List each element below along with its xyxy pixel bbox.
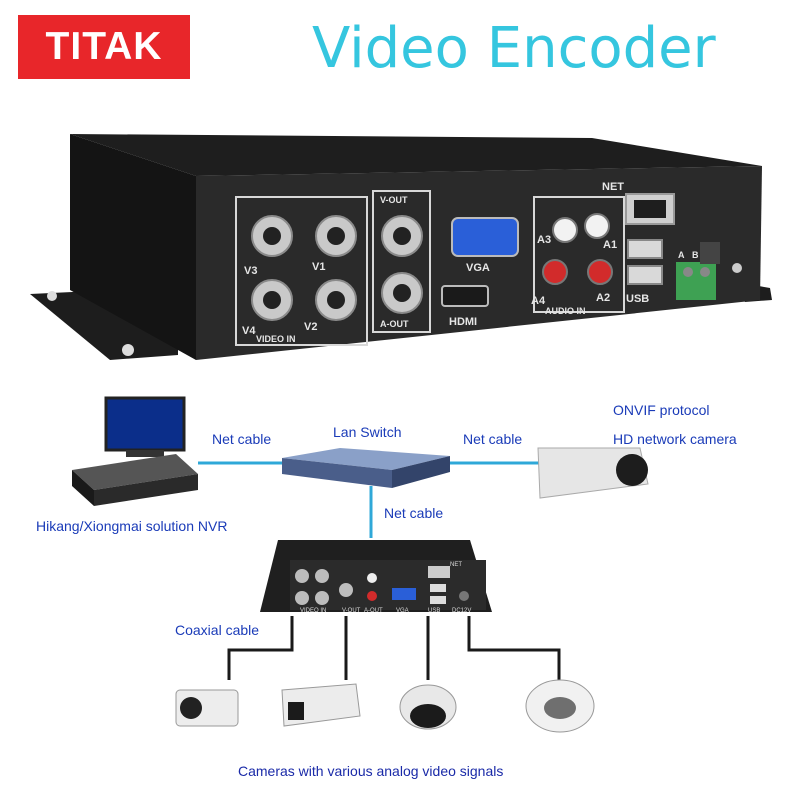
panel-label-video-in: VIDEO IN (256, 334, 296, 344)
rca-jack-a3 (552, 217, 578, 243)
bnc-connector-v3 (251, 215, 293, 257)
small-device-v-out-label: V-OUT (342, 608, 361, 614)
bnc-connector-a-out (381, 272, 423, 314)
port-label-hdmi: HDMI (449, 316, 477, 328)
net-cable-label-right: Net cable (463, 431, 523, 447)
rca-jack-a2 (587, 259, 613, 285)
lan-switch-icon (282, 448, 450, 470)
rca-jack-a1 (584, 213, 610, 239)
page-title: Video Encoder (312, 16, 716, 81)
small-device-vga-label: VGA (396, 608, 409, 614)
bottom-caption: Cameras with various analog video signal… (238, 763, 504, 779)
left-mounting-ear (30, 287, 178, 360)
small-encoder-device-icon (260, 540, 492, 612)
dome-camera-icon (399, 684, 457, 730)
rj45-net-port (625, 193, 675, 225)
port-label-v4: V4 (242, 325, 256, 337)
camera-label-onvif: ONVIF protocol (613, 402, 710, 418)
bnc-connector-v4 (251, 279, 293, 321)
left-ear-hole (47, 291, 57, 301)
vga-port (451, 217, 519, 257)
video-in-panel (235, 196, 368, 346)
green-terminal-block (676, 262, 716, 300)
audio-in-panel (533, 196, 625, 313)
small-device-dc-label: DC12V (452, 608, 471, 614)
panel-label-a-out: A-OUT (380, 319, 409, 329)
analog-box-camera-icon (281, 683, 361, 727)
port-label-a2: A2 (596, 292, 610, 304)
v-out-a-out-panel (372, 190, 431, 333)
port-label-a4: A4 (531, 295, 546, 307)
dc-power-jack (700, 242, 720, 264)
camera-label-hd: HD network camera (613, 431, 737, 447)
ground-screw-icon (732, 263, 742, 273)
usb-port-top (627, 239, 663, 259)
port-label-usb: USB (626, 293, 649, 305)
computer-monitor-icon (104, 396, 186, 452)
small-device-video-in-label: VIDEO IN (300, 608, 326, 614)
net-cable-label-left: Net cable (212, 431, 272, 447)
port-label-v1: V1 (312, 261, 325, 273)
small-device-a-out-label: A-OUT (364, 608, 383, 614)
small-device-net-label: NET (450, 562, 462, 568)
port-label-b: B (692, 250, 699, 260)
hdmi-port (441, 285, 489, 307)
usb-port-bottom (627, 265, 663, 285)
ip-bullet-camera-icon (537, 447, 649, 499)
panel-label-audio-in: AUDIO IN (545, 306, 586, 316)
net-cable-label-down: Net cable (384, 505, 444, 521)
brand-name: TITAK (45, 25, 163, 68)
rca-jack-a4 (542, 259, 568, 285)
device-top-face (70, 134, 762, 176)
nvr-box-icon (72, 454, 198, 490)
device-front-face (196, 166, 762, 360)
brand-logo: TITAK (18, 15, 190, 79)
right-mounting-ear (735, 282, 772, 302)
port-label-vga: VGA (466, 262, 490, 274)
port-label-v2: V2 (304, 321, 317, 333)
bnc-connector-v2 (315, 279, 357, 321)
port-label-net: NET (602, 181, 624, 193)
bnc-connector-v-out (381, 215, 423, 257)
analog-bullet-camera-icon (175, 689, 239, 727)
nvr-label: Hikang/Xiongmai solution NVR (36, 518, 228, 534)
port-label-a1: A1 (603, 239, 617, 251)
small-device-usb-label: USB (428, 608, 440, 614)
panel-label-v-out: V-OUT (380, 195, 408, 205)
lan-switch-label: Lan Switch (333, 424, 402, 440)
bnc-connector-v1 (315, 215, 357, 257)
port-label-a: A (678, 250, 685, 260)
ceiling-dome-camera-icon (525, 679, 595, 733)
port-label-a3: A3 (537, 234, 551, 246)
device-left-face (70, 134, 196, 360)
port-label-v3: V3 (244, 265, 257, 277)
coaxial-cable-label: Coaxial cable (175, 622, 260, 638)
coax-line-camera-4 (467, 616, 561, 680)
